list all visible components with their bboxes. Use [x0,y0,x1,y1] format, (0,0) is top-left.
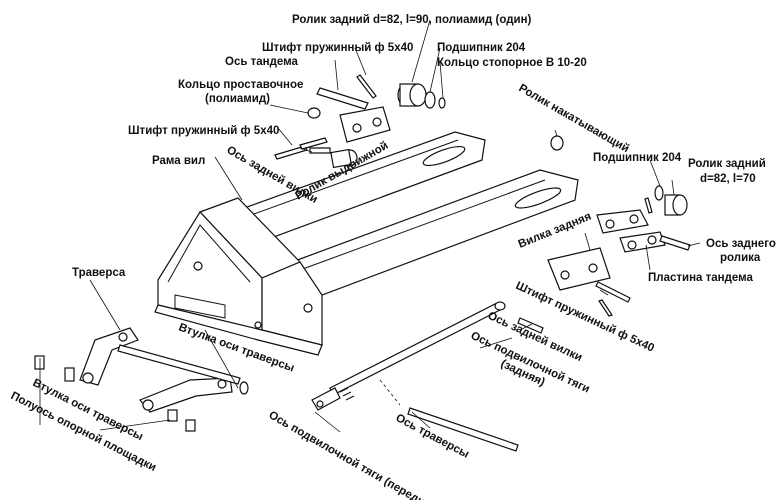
label-roller-rear-right-1: Ролик задний [688,158,766,170]
label-retaining-ring: Кольцо стопорное В 10-20 [437,57,587,69]
label-rear-fork-axle-mid: Ось задней вилки [486,310,584,364]
label-traverse: Траверса [72,267,126,279]
pull-rod [311,301,544,452]
label-pin-spring-top: Штифт пружинный ф 5х40 [262,42,413,54]
traverse-assembly [34,327,249,432]
label-roller-roll-in: Ролик накатывающий [517,82,632,155]
label-spacer-ring-1: Кольцо проставочное [178,79,303,91]
label-roller-rear-top: Ролик задний d=82, l=90, полиамид (один) [292,14,532,26]
label-spacer-ring-2: (полиамид) [205,93,270,105]
fork-frame [154,131,579,356]
leader-lines [39,19,701,433]
label-axle-tandem: Ось тандема [225,56,298,68]
label-rear-roller-axle-1: Ось заднего [706,238,776,250]
label-bearing-right: Подшипник 204 [593,152,682,164]
label-roller-rear-right-2: d=82, l=70 [700,173,756,185]
label-frame-forks: Рама вил [152,155,205,167]
label-rear-roller-axle-2: ролика [720,252,761,264]
top-tandem-assembly [274,74,446,169]
label-tandem-plate: Пластина тандема [648,272,753,284]
label-pin-spring-left: Штифт пружинный ф 5х40 [128,125,279,137]
right-tandem-assembly [547,135,691,317]
label-bearing-top: Подшипник 204 [437,42,526,54]
